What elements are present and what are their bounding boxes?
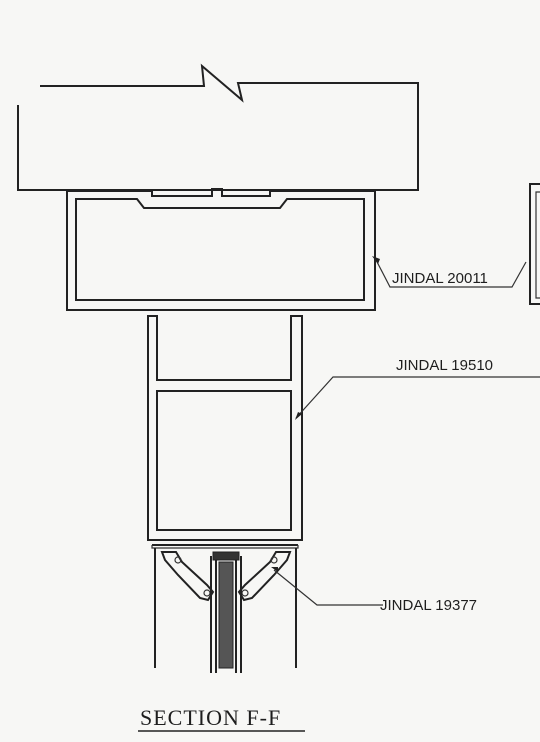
adjacent-frame-edge bbox=[529, 183, 540, 305]
leaders bbox=[271, 256, 540, 606]
profile-19377 bbox=[151, 544, 299, 673]
label-jindal-20011: JINDAL 20011 bbox=[392, 270, 488, 287]
slab-outline bbox=[17, 63, 419, 191]
label-jindal-19510: JINDAL 19510 bbox=[396, 357, 493, 374]
label-jindal-19377: JINDAL 19377 bbox=[380, 597, 477, 614]
section-title: SECTION F-F bbox=[140, 705, 281, 730]
profile-19510 bbox=[147, 315, 303, 541]
profile-20011 bbox=[66, 188, 376, 311]
